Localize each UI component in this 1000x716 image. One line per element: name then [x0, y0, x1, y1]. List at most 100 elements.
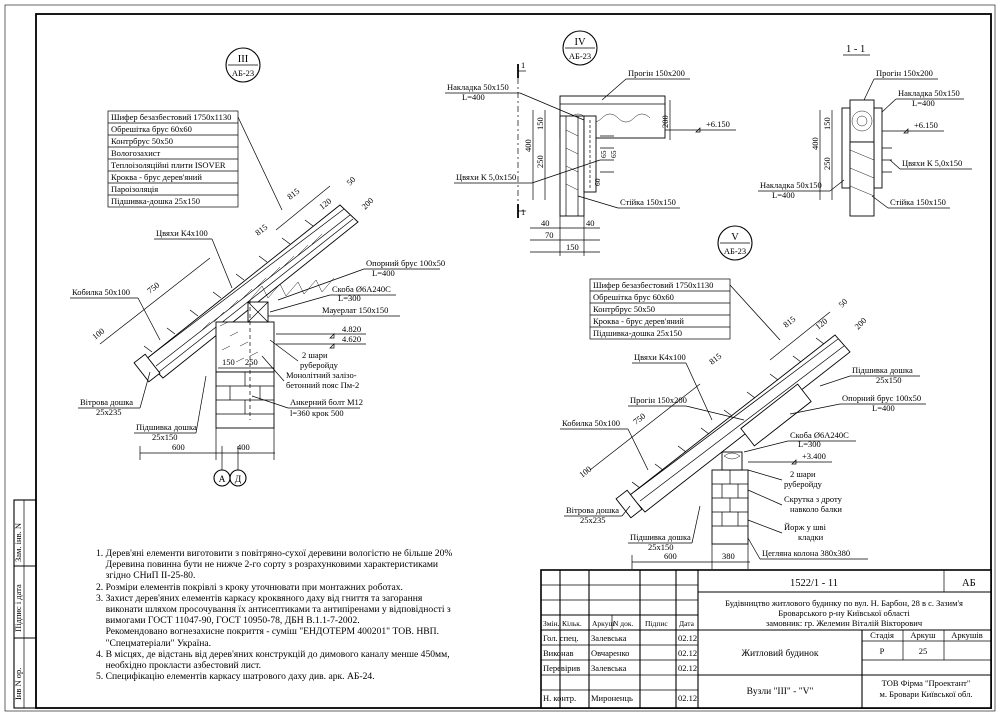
- node-v-brick-column: [711, 451, 749, 545]
- node-iii-detail: III АБ-23 Шифер безазбестовий 1750х1130 …: [70, 47, 445, 487]
- iii-layer-5: Теплоізоляційні плити ISOVER: [111, 160, 226, 170]
- node-iv-detail: IV АБ-23 1 1 400 150 250 200 65 65 60: [445, 30, 736, 256]
- v-column-label: Цегляна колона 380х380: [762, 548, 850, 558]
- iii-level-2: 4.620: [342, 334, 361, 344]
- v-dim-100: 100: [577, 464, 593, 480]
- iii-anchor-1: Анкерний болт М12: [290, 397, 363, 407]
- s11-overlay-top: Накладка 50х150: [898, 88, 960, 98]
- tb-col-date: Дата: [679, 619, 695, 628]
- iii-dim-200: 200: [359, 195, 375, 211]
- iii-wind-board-1: Вітрова дошка: [80, 397, 133, 407]
- iii-dim-50: 50: [344, 174, 357, 187]
- tb-col-doc: N док.: [613, 619, 634, 628]
- general-notes: 1. Дерев'яні елементи виготовити з повіт…: [96, 548, 536, 682]
- iii-layer-3: Контрбрус 50х50: [111, 136, 173, 146]
- s11-dim-250: 250: [822, 157, 832, 170]
- zam-inv-label: Зам. інв. N: [13, 523, 23, 562]
- note-line: згідно СНиП ІІ-25-80.: [96, 570, 196, 582]
- iii-dim-750: 750: [145, 280, 161, 296]
- iii-anchor-2: l=360 крок 500: [290, 408, 344, 418]
- node-iii-labels: Цвяхи К4х100 Кобилка 50х100 Опорний брус…: [70, 228, 445, 442]
- tb-stage-header: Стадія: [870, 630, 894, 640]
- tb-stage-value: Р: [880, 646, 885, 656]
- iv-dim-70: 70: [545, 230, 554, 240]
- tb-sheet-value: 25: [919, 646, 928, 656]
- iii-belt-label-1: Монолітний залізо-: [286, 370, 357, 380]
- tb-col-sheet: Аркуш: [592, 619, 614, 628]
- iii-soffit-2: 25х150: [152, 432, 178, 442]
- v-support-2: L=400: [872, 403, 895, 413]
- iv-overlay-length: L=400: [462, 92, 485, 102]
- node-v-roof-slope: [615, 334, 851, 519]
- v-support-1: Опорний брус 100х50: [842, 393, 921, 403]
- iv-section-mark-bottom: 1: [521, 207, 525, 217]
- node-iii-dimensions: 815 120 50 200 815 750 100 600 400 150 2…: [90, 174, 375, 487]
- v-dim-815b: 815: [707, 351, 723, 367]
- tb-name-5: Мироненць: [591, 693, 633, 703]
- tb-col-sign: Підпис: [645, 619, 668, 628]
- v-layer-5: Підшивка-дошка 25х150: [593, 328, 682, 338]
- iii-support-beam-label: Опорний брус 100х50: [366, 258, 445, 268]
- iii-layer-8: Підшивка-дошка 25х150: [111, 196, 200, 206]
- sign-date-label: Підпис і дата: [13, 584, 23, 632]
- iii-level-1: 4.820: [342, 324, 361, 334]
- tb-sheet-header: Аркуш: [910, 630, 936, 640]
- v-kobylka-label: Кобилка 50х100: [562, 418, 620, 428]
- tb-firm-line-1: ТОВ Фірма "Проектант": [882, 678, 971, 688]
- v-soffit-top-2: 25х150: [876, 375, 902, 385]
- tb-project-line-1: Будівництво житлового будинку по вул. Н.…: [725, 598, 963, 608]
- iii-ruberoid-label-2: руберойду: [300, 360, 339, 370]
- tb-date-2: 02.12: [678, 648, 697, 658]
- note-line: необхідно прокласти азбестовий лист.: [96, 660, 262, 672]
- iii-layer-4: Вологозахист: [111, 148, 161, 158]
- iii-axis-d: Д: [235, 475, 242, 485]
- iv-dim-65a: 65: [599, 150, 608, 158]
- s11-overlay-bottom-length: L=400: [772, 190, 795, 200]
- iii-dim-815b: 815: [253, 222, 269, 238]
- iv-nails-label: Цвяхи К 5,0х150: [456, 172, 516, 182]
- node-v-ref: АБ-23: [724, 246, 746, 256]
- note-line: Деревина повинна бути не нижче 2-го сорт…: [96, 559, 439, 571]
- note-line: 2. Розміри елементів покрівлі з кроку ут…: [96, 581, 403, 593]
- iv-overlay-label: Накладка 50х150: [447, 82, 509, 92]
- tb-name-3: Залевська: [591, 663, 627, 673]
- tb-sheets-header: Аркушів: [951, 630, 983, 640]
- note-line: 3. Захист дерев'яних елементів каркасу к…: [96, 592, 423, 604]
- iv-girder-label: Прогін 150х200: [628, 68, 685, 78]
- tb-name-2: Овчаренко: [591, 648, 629, 658]
- tb-role-2: Виконав: [543, 648, 574, 658]
- node-v-labels: Цвяхи К4х100 Прогін 150х200 Кобилка 50х1…: [560, 352, 926, 560]
- section-1-1-detail: 1 - 1 400 150 250 Прогін 150х200 Накладк…: [758, 44, 972, 217]
- v-ruff-2: кладки: [798, 532, 824, 542]
- node-iii-roof-slope: [133, 204, 359, 383]
- iv-dim-200: 200: [660, 115, 670, 128]
- node-iii-wall: [215, 300, 275, 446]
- iii-layer-1: Шифер безазбестовий 1750х1130: [111, 112, 231, 122]
- s11-dim-150: 150: [822, 117, 832, 130]
- inv-orig-label: Інв N ор.: [13, 668, 23, 700]
- v-wire-2: навколо балки: [790, 504, 842, 514]
- v-nails-label: Цвяхи К4х100: [634, 352, 686, 362]
- note-line: 5. Специфікацію елементів каркасу шатров…: [96, 671, 375, 683]
- iii-ruberoid-label-1: 2 шари: [302, 350, 328, 360]
- iii-dim-150: 150: [222, 357, 235, 367]
- v-ruff-1: Йорж у шві: [784, 522, 827, 532]
- iii-belt-label-2: бетонний пояс Пм-2: [286, 380, 359, 390]
- s11-girder-label: Прогін 150х200: [876, 68, 933, 78]
- v-dim-815: 815: [781, 314, 797, 330]
- s11-nails-label: Цвяхи К 5,0х150: [902, 158, 962, 168]
- iv-dim-150b: 150: [566, 242, 579, 252]
- v-dim-380: 380: [722, 551, 735, 561]
- tb-date-1: 02.12: [678, 633, 697, 643]
- iii-bracket-label: Скоба Ø6А240С: [332, 284, 391, 294]
- tb-col-count: Кільк.: [562, 619, 582, 628]
- v-wind-board-1: Вітрова дошка: [566, 505, 619, 515]
- tb-drawing-name: Вузли "ІІІ" - "V": [747, 687, 814, 697]
- s11-overlay-bottom: Накладка 50х150: [760, 180, 822, 190]
- iv-dim-40b: 40: [586, 218, 595, 228]
- tb-date-3: 02.12: [678, 663, 697, 673]
- iv-dim-400: 400: [523, 139, 533, 152]
- left-binding-strip: Зам. інв. N Підпис і дата Інв N ор.: [13, 499, 37, 709]
- iv-dim-60: 60: [593, 178, 602, 186]
